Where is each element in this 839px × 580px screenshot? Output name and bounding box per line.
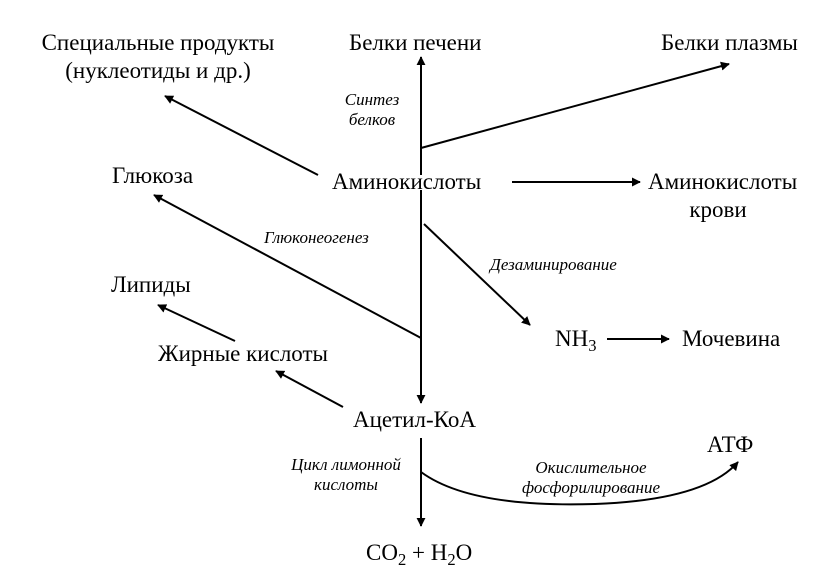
- node-lipids: Липиды: [111, 272, 191, 297]
- process-citric-acid-cycle: Цикл лимонной кислоты: [276, 455, 416, 496]
- citric-cycle-line-1: Цикл лимонной: [291, 455, 401, 474]
- h2o-subscript: 2: [447, 549, 456, 569]
- co2-subscript: 2: [397, 549, 407, 569]
- node-plasma-proteins: Белки плазмы: [661, 30, 798, 55]
- nh3-base: NH: [555, 326, 589, 351]
- oxygen: O: [455, 540, 473, 565]
- node-urea: Мочевина: [682, 326, 781, 351]
- special-products-line-1: Специальные продукты: [41, 30, 275, 55]
- node-blood-amino-acids: Аминокислоты крови: [648, 168, 798, 223]
- node-fatty-acids: Жирные кислоты: [158, 341, 329, 366]
- arrow-oxidative-phosphorylation: [420, 461, 739, 506]
- nh3-subscript: 3: [588, 335, 597, 355]
- process-gluconeogenesis: Глюконеогенез: [264, 228, 369, 247]
- node-liver-proteins: Белки печени: [349, 30, 482, 55]
- oxphos-line-1: Окислительное: [535, 458, 647, 477]
- co2-base: CO: [366, 540, 398, 565]
- special-products-line-2: (нуклеотиды и др.): [65, 57, 251, 83]
- arrow-fatty-acids-to-lipids: [157, 304, 236, 342]
- plus-h: + H: [406, 540, 448, 565]
- process-protein-synthesis: Синтез белков: [332, 90, 412, 131]
- citric-cycle-line-2: кислоты: [314, 475, 378, 495]
- arrow-amino-to-special-products: [164, 95, 319, 176]
- arrow-gluconeogenesis: [153, 194, 422, 339]
- blood-amino-line-1: Аминокислоты: [648, 169, 798, 194]
- node-co2-h2o: CO2 + H2O: [366, 539, 473, 569]
- node-amino-acids: Аминокислоты: [332, 169, 482, 194]
- protein-synthesis-line-1: Синтез: [344, 90, 400, 109]
- protein-synthesis-line-2: белков: [348, 110, 396, 130]
- arrow-acetyl-to-fatty-acids: [275, 370, 344, 408]
- arrow-deamination: [423, 223, 531, 326]
- oxphos-line-2: фосфорилирование: [522, 478, 660, 498]
- node-special-products: Специальные продукты (нуклеотиды и др.): [22, 29, 294, 84]
- arrow-amino-to-plasma-proteins: [420, 61, 730, 149]
- process-deamination: Дезаминирование: [490, 255, 617, 274]
- node-nh3: NH3: [555, 325, 597, 355]
- node-atp: АТФ: [707, 432, 754, 457]
- blood-amino-line-2: крови: [689, 196, 747, 222]
- process-oxidative-phosphorylation: Окислительное фосфорилирование: [506, 458, 676, 499]
- node-glucose: Глюкоза: [112, 163, 194, 188]
- node-acetyl-coa: Ацетил-КоА: [353, 407, 476, 432]
